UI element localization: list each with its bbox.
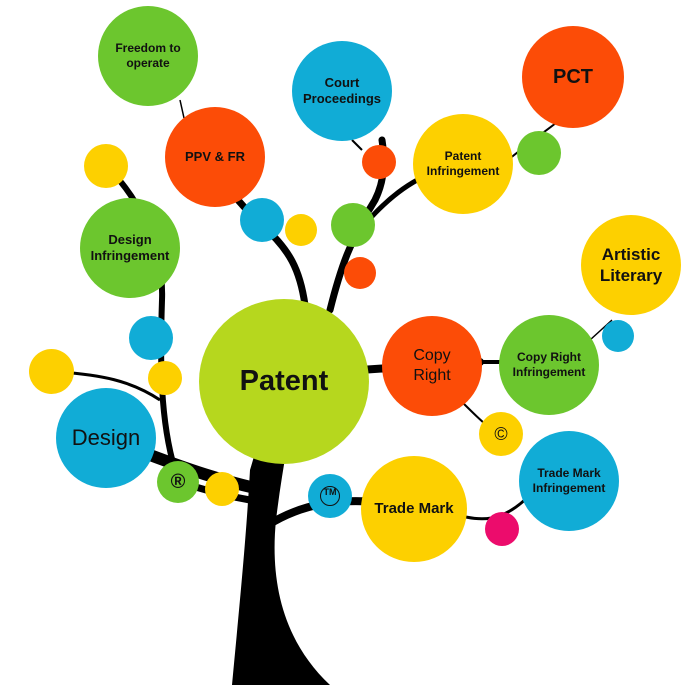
node-design: Design (56, 388, 156, 488)
branch-freedom (179, 99, 185, 119)
node-copy-right: Copy Right (382, 316, 482, 416)
trademark-symbol: TM (320, 486, 340, 506)
dot-green-pct (517, 131, 561, 175)
court-label: Court Proceedings (302, 74, 382, 106)
node-trade-mark: Trade Mark (361, 456, 467, 562)
dot-blue-upper-left (240, 198, 284, 242)
dot-pink (485, 512, 519, 546)
node-freedom-to-operate: Freedom to operate (98, 6, 198, 106)
dot-green-upper (331, 203, 375, 247)
dot-yellow-left-mid (148, 361, 182, 395)
design-label: Design (71, 425, 141, 451)
branch-design (144, 449, 261, 494)
design-infringement-label: Design Infringement (90, 231, 170, 263)
copy-right-infringement-label: Copy Right Infringement (512, 350, 586, 379)
pct-label: PCT (553, 65, 593, 88)
dot-yellow-upper (285, 214, 317, 246)
registered-symbol: ® (170, 470, 186, 493)
node-patent-infringement: Patent Infringement (413, 114, 513, 214)
node-copy-right-infringement: Copy Right Infringement (499, 315, 599, 415)
dot-orange-mid (344, 257, 376, 289)
node-ppv-fr: PPV & FR (165, 107, 265, 207)
trade-mark-label: Trade Mark (374, 499, 454, 517)
node-pct: PCT (522, 26, 624, 128)
dot-yellow-far-left (29, 349, 74, 394)
node-court-proceedings: Court Proceedings (292, 41, 392, 141)
copy-right-label: Copy Right (413, 347, 451, 384)
dot-blue-right (602, 320, 634, 352)
dot-registered: ® (157, 461, 199, 503)
node-trade-mark-infringement: Trade Mark Infringement (519, 431, 619, 531)
artistic-label: Artistic Literary (599, 244, 663, 285)
patent-infringement-label: Patent Infringement (426, 149, 500, 178)
dot-yellow-left-top (84, 144, 128, 188)
trade-mark-infringement-label: Trade Mark Infringement (532, 466, 606, 495)
freedom-label: Freedom to operate (115, 41, 181, 70)
ppv-fr-label: PPV & FR (185, 148, 245, 164)
patent-label: Patent (239, 365, 329, 398)
dot-blue-left (129, 316, 173, 360)
dot-yellow-bottom-left (205, 472, 239, 506)
dot-orange-upper (362, 145, 396, 179)
node-patent: Patent (199, 299, 369, 464)
node-design-infringement: Design Infringement (80, 198, 180, 298)
dot-trademark: TM (308, 474, 352, 518)
dot-copyright: © (479, 412, 523, 456)
copyright-symbol: © (494, 423, 508, 444)
node-artistic-literary: Artistic Literary (581, 215, 681, 315)
branch-court (351, 139, 363, 151)
